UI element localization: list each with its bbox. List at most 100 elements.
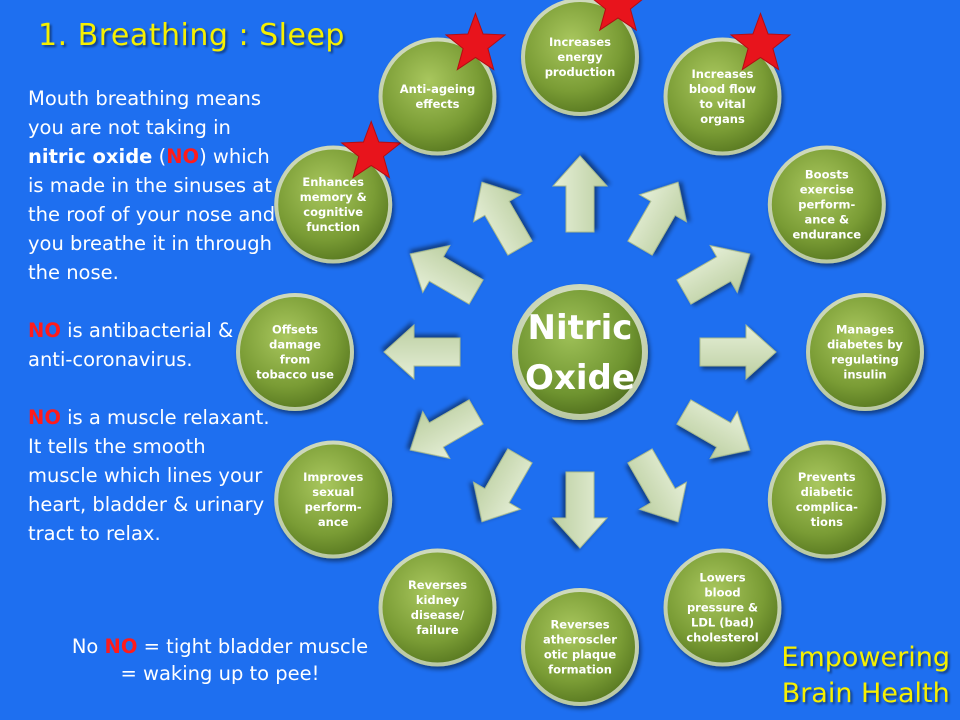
benefit-node-label: failure (416, 623, 459, 637)
arrow-9 (409, 399, 484, 460)
benefit-node-label: memory & (300, 190, 367, 204)
bottom-note-line1-rest: = tight bladder muscle (137, 635, 369, 658)
arrow-7 (551, 471, 609, 549)
benefit-node-label: Boosts (805, 168, 849, 182)
bottom-note: No NO = tight bladder muscle = waking up… (40, 633, 400, 687)
benefit-node-circle (240, 297, 350, 407)
p3-text: is a muscle relaxant. It tells the smoot… (28, 406, 270, 545)
benefit-node-label: Manages (836, 323, 894, 337)
arrow-12 (472, 181, 533, 256)
benefit-node-circle (771, 444, 882, 555)
benefit-node-label: to vital (699, 97, 745, 111)
arrow-1 (551, 155, 609, 233)
benefit-node-label: Enhances (302, 175, 364, 189)
benefit-node-label: pressure & (687, 601, 758, 615)
benefit-node-label: Reverses (408, 578, 467, 592)
benefit-node-label: Increases (549, 35, 611, 49)
benefit-node-label: function (306, 220, 360, 234)
benefit-node-label: cognitive (303, 205, 363, 219)
benefit-node-circle (667, 41, 778, 152)
benefit-node-circle (382, 552, 493, 663)
benefit-node-label: cholesterol (686, 631, 758, 645)
branding-line1: Empowering (781, 642, 950, 673)
p1-text-before: Mouth breathing means you are not taking… (28, 87, 262, 139)
p1-text-after: ) which is made in the sinuses at the ro… (28, 145, 276, 284)
star-icon (444, 12, 507, 71)
p1-no-abbr: NO (166, 145, 200, 168)
benefit-node-label: production (545, 65, 616, 79)
benefit-node-label: insulin (843, 368, 886, 382)
benefit-node-label: endurance (792, 228, 861, 242)
arrow-5 (676, 399, 751, 460)
benefit-node-label: blood (704, 586, 740, 600)
benefit-node-circle (667, 552, 778, 663)
benefit-node-circle (278, 444, 389, 555)
benefit-node-label: Increases (691, 67, 753, 81)
bottom-note-line1: No NO = tight bladder muscle (40, 633, 400, 660)
arrow-10 (383, 323, 461, 381)
explanation-text: Mouth breathing means you are not taking… (28, 84, 278, 577)
benefit-node-label: sexual (312, 485, 354, 499)
benefit-node-circle (771, 149, 882, 260)
arrows-layer (383, 155, 777, 549)
benefit-node-label: effects (415, 97, 459, 111)
benefit-node-label: ance & (804, 213, 849, 227)
benefit-node-label: blood flow (689, 82, 757, 96)
benefit-node-label: kidney (416, 593, 460, 607)
benefit-node-label: diabetic (801, 485, 853, 499)
benefit-node-label: complica- (796, 500, 858, 514)
bottom-note-pre: No (71, 635, 105, 658)
benefit-node-label: ance (318, 515, 349, 529)
benefit-node-label: damage (269, 338, 321, 352)
p2-text: is antibacterial & anti-coronavirus. (28, 319, 234, 371)
benefit-node-label: tobacco use (256, 368, 334, 382)
benefit-node-label: perform- (305, 500, 362, 514)
benefit-node-circle (525, 592, 635, 702)
benefit-node-label: otic plaque (544, 648, 617, 662)
arrow-11 (409, 244, 484, 305)
benefit-node-label: Lowers (699, 571, 745, 585)
star-icon (340, 120, 403, 179)
benefit-node-label: exercise (800, 183, 854, 197)
benefit-node-label: Offsets (272, 323, 318, 337)
slide-title: 1. Breathing : Sleep (38, 18, 345, 53)
arrow-8 (472, 448, 533, 523)
benefit-node-label: LDL (bad) (691, 616, 754, 630)
p1-paren-open: ( (152, 145, 167, 168)
bottom-note-line2: = waking up to pee! (120, 662, 320, 685)
star-icon (729, 12, 792, 71)
p1-bold-text: nitric oxide (28, 145, 153, 168)
benefit-node-label: diabetes by (827, 338, 903, 352)
benefit-node-label: Prevents (798, 470, 856, 484)
center-node: Nitric Oxide (512, 284, 648, 420)
center-label-line2: Oxide (525, 358, 635, 398)
benefit-node-label: Improves (303, 470, 363, 484)
benefit-node-circle (525, 2, 635, 112)
benefit-node-label: formation (548, 663, 612, 677)
benefit-node-label: energy (557, 50, 603, 64)
arrow-3 (676, 244, 751, 305)
branding-line2: Brain Health (781, 678, 950, 709)
benefit-node-circle (278, 149, 389, 260)
benefit-node-label: organs (700, 112, 745, 126)
arrow-4 (699, 323, 777, 381)
p2-no-abbr: NO (28, 319, 61, 342)
paragraph-antibacterial: NO is antibacterial & anti-coronavirus. (28, 316, 278, 374)
branding: Empowering Brain Health (781, 640, 950, 712)
center-label-line1: Nitric (528, 308, 633, 348)
benefit-node-label: Anti-ageing (400, 82, 475, 96)
benefit-node-label: disease/ (411, 608, 465, 622)
benefit-node-label: perform- (798, 198, 855, 212)
benefit-node-label: regulating (831, 353, 898, 367)
